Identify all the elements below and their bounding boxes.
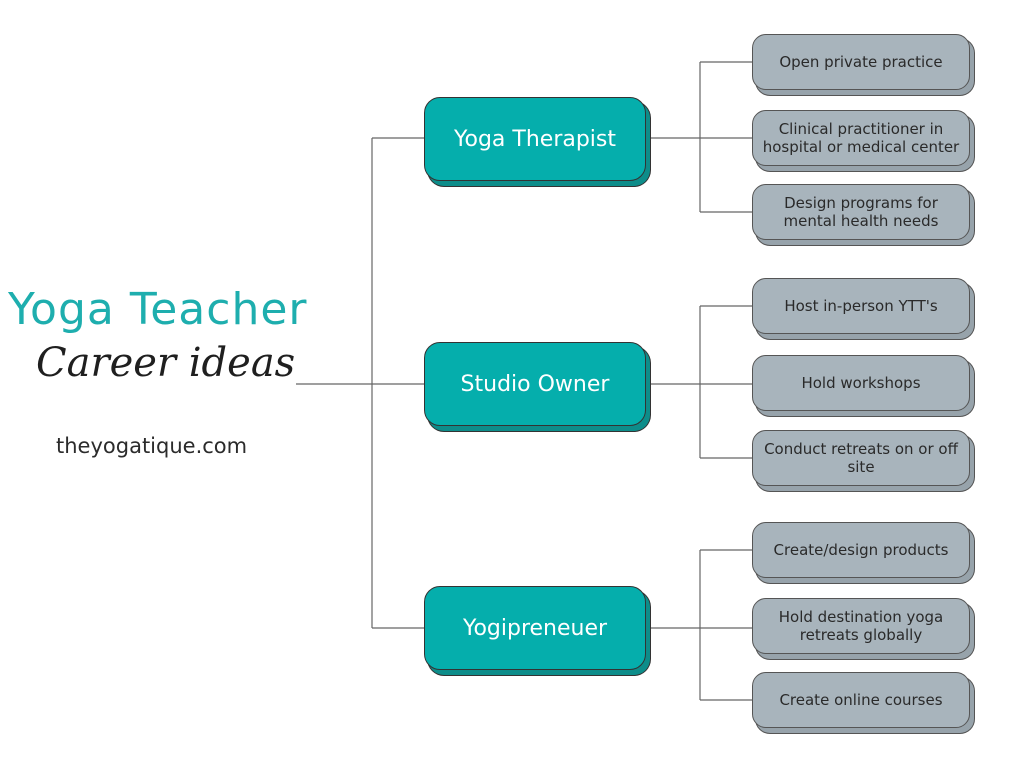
leaf-node: Open private practice xyxy=(752,34,970,90)
leaf-node: Create/design products xyxy=(752,522,970,578)
leaf-node: Hold workshops xyxy=(752,355,970,411)
branch-node-yogipreneuer: Yogipreneuer xyxy=(424,586,646,670)
branch-node-yoga-therapist: Yoga Therapist xyxy=(424,97,646,181)
website-url: theyogatique.com xyxy=(56,434,248,458)
leaf-node: Design programs for mental health needs xyxy=(752,184,970,240)
leaf-node: Host in-person YTT's xyxy=(752,278,970,334)
leaf-node: Conduct retreats on or off site xyxy=(752,430,970,486)
page-subtitle: Career ideas xyxy=(36,340,296,386)
leaf-node: Hold destination yoga retreats globally xyxy=(752,598,970,654)
branch-node-studio-owner: Studio Owner xyxy=(424,342,646,426)
leaf-node: Clinical practitioner in hospital or med… xyxy=(752,110,970,166)
leaf-node: Create online courses xyxy=(752,672,970,728)
page-title: Yoga Teacher xyxy=(8,284,308,335)
